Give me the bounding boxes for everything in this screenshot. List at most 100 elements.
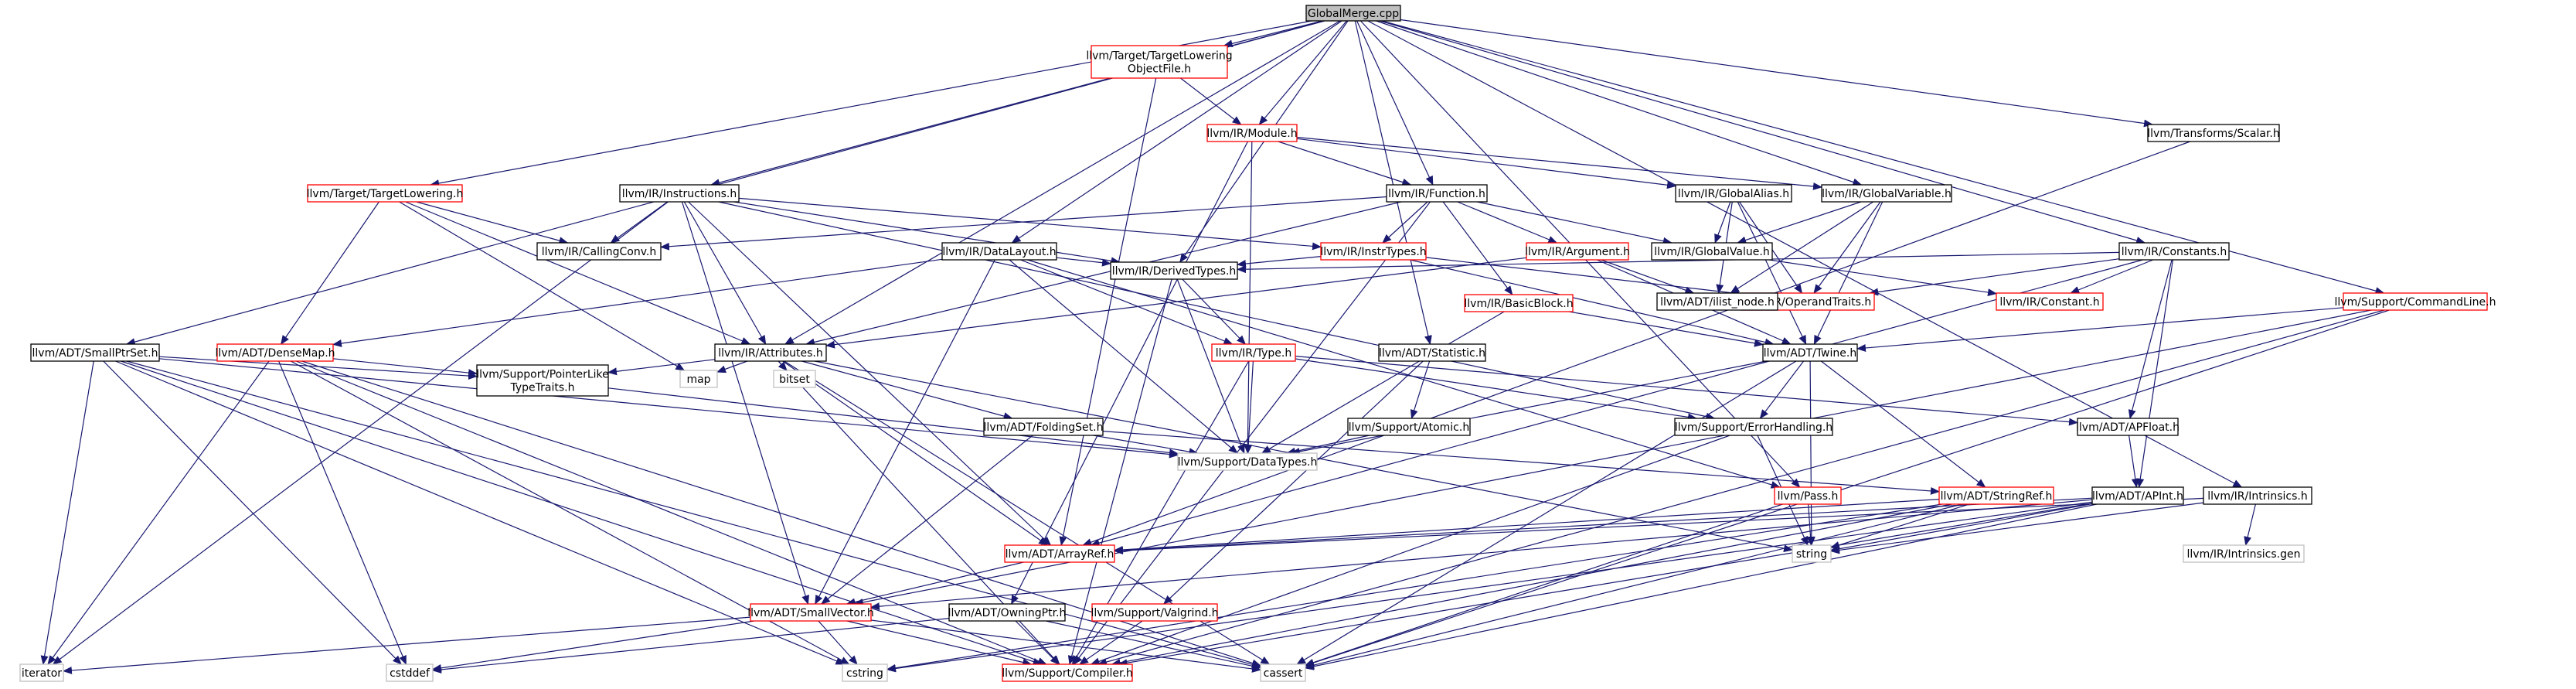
node-string[interactable]: string — [1792, 544, 1832, 563]
node-statistic[interactable]: llvm/ADT/Statistic.h — [1378, 343, 1486, 362]
node-gvalue[interactable]: llvm/IR/GlobalValue.h — [1651, 242, 1773, 261]
node-dertypes[interactable]: llvm/IR/DerivedTypes.h — [1110, 261, 1238, 280]
node-pass[interactable]: llvm/Pass.h — [1774, 486, 1842, 505]
node-box — [948, 603, 1066, 622]
edge-atomic-to-datatypes — [1286, 435, 1370, 455]
edge-gvar-to-optraits — [1813, 201, 1881, 294]
node-datatypes[interactable]: llvm/Support/DataTypes.h — [1177, 452, 1318, 471]
node-module[interactable]: llvm/IR/Module.h — [1206, 124, 1298, 142]
edge-module-to-owningptr — [1011, 141, 1248, 605]
node-gm[interactable]: GlobalMerge.cpp — [1305, 5, 1401, 22]
node-box — [1091, 45, 1228, 79]
edge-constants-to-apint — [2136, 259, 2173, 488]
edge-owningptr-to-cstddef — [432, 618, 950, 674]
node-cstring[interactable]: cstring — [842, 663, 888, 682]
node-label: llvm/IR/GlobalValue.h — [1654, 246, 1769, 258]
node-errhandling[interactable]: llvm/Support/ErrorHandling.h — [1674, 418, 1833, 436]
edge-datalayout-to-dertypes — [1056, 257, 1111, 267]
node-box — [2203, 486, 2312, 505]
edge-tl-to-attrs — [405, 201, 751, 345]
node-label: llvm/Support/Atomic.h — [1349, 421, 1469, 434]
node-instrs[interactable]: llvm/IR/Instructions.h — [619, 184, 740, 203]
node-apint[interactable]: llvm/ADT/APInt.h — [2091, 486, 2184, 505]
node-box — [2343, 292, 2488, 311]
node-attrs[interactable]: llvm/IR/Attributes.h — [714, 343, 827, 362]
node-map[interactable]: map — [679, 370, 718, 388]
node-iterator[interactable]: iterator — [19, 663, 64, 682]
edge-smallptrset-to-compiler — [121, 360, 1043, 666]
node-function[interactable]: llvm/IR/Function.h — [1386, 184, 1488, 203]
node-box — [1674, 418, 1833, 436]
node-label: llvm/IR/Function.h — [1388, 188, 1485, 200]
edge-function-to-instrtypes — [1382, 201, 1428, 244]
node-callconv[interactable]: llvm/IR/CallingConv.h — [536, 242, 662, 261]
node-label: map — [686, 373, 710, 386]
node-foldingset[interactable]: llvm/ADT/FoldingSet.h — [983, 418, 1104, 436]
node-cmdline[interactable]: llvm/Support/CommandLine.h — [2335, 292, 2496, 311]
node-constant[interactable]: llvm/IR/Constant.h — [1996, 292, 2104, 311]
edge-twine-to-string — [1807, 360, 1815, 546]
edge-apint-to-cstring — [886, 501, 2093, 673]
node-box — [1206, 124, 1298, 142]
node-box — [941, 242, 1057, 261]
node-stringref[interactable]: llvm/ADT/StringRef.h — [1938, 486, 2054, 505]
edge-tl-to-callconv — [416, 201, 569, 244]
node-instrtypes[interactable]: llvm/IR/InstrTypes.h — [1320, 242, 1427, 261]
edge-gm-to-gvar — [1376, 20, 1863, 186]
node-atomic[interactable]: llvm/Support/Atomic.h — [1347, 418, 1471, 436]
node-cstddef[interactable]: cstddef — [386, 663, 434, 682]
edge-gm-to-module — [1258, 20, 1347, 125]
edge-function-to-bb — [1442, 201, 1513, 295]
node-arrayref[interactable]: llvm/ADT/ArrayRef.h — [1004, 544, 1115, 563]
node-box — [679, 370, 718, 388]
edge-densemap-to-iterator — [47, 360, 270, 665]
node-gvar[interactable]: llvm/IR/GlobalVariable.h — [1821, 184, 1952, 203]
node-apfloat[interactable]: llvm/ADT/APFloat.h — [2076, 418, 2180, 436]
node-argument[interactable]: llvm/IR/Argument.h — [1525, 242, 1630, 261]
node-label: llvm/ADT/ilist_node.h — [1660, 296, 1775, 309]
node-valgrind[interactable]: llvm/Support/Valgrind.h — [1091, 603, 1219, 622]
node-ilistnode[interactable]: llvm/ADT/ilist_node.h — [1656, 292, 1778, 311]
edge-attrs-to-arrayref — [782, 360, 1049, 546]
edge-stringref-to-cassert — [1305, 503, 1962, 670]
node-constants[interactable]: llvm/IR/Constants.h — [2118, 242, 2230, 261]
edge-apint-to-arrayref — [1114, 497, 2093, 554]
edge-apint-to-string — [1830, 503, 2093, 553]
node-smallptrset[interactable]: llvm/ADT/SmallPtrSet.h — [30, 343, 160, 362]
edge-dertypes-to-type — [1182, 278, 1246, 345]
edge-cmdline-to-twine — [1856, 307, 2344, 352]
node-twine[interactable]: llvm/ADT/Twine.h — [1762, 343, 1858, 362]
node-galias[interactable]: llvm/IR/GlobalAlias.h — [1675, 184, 1792, 203]
node-label: bitset — [779, 373, 810, 386]
edge-function-to-argument — [1457, 201, 1558, 244]
node-label: llvm/IR/Type.h — [1216, 347, 1291, 360]
edge-constants-to-arrayref — [1090, 259, 2143, 547]
node-label: llvm/IR/Attributes.h — [718, 347, 822, 360]
node-intrgen[interactable]: llvm/IR/Intrinsics.gen — [2183, 544, 2305, 563]
node-box — [307, 184, 463, 203]
edge-apint-to-compiler — [1118, 503, 2093, 667]
node-type[interactable]: llvm/IR/Type.h — [1211, 343, 1296, 362]
node-tl[interactable]: llvm/Target/TargetLowering.h — [307, 184, 464, 203]
node-bb[interactable]: llvm/IR/BasicBlock.h — [1464, 294, 1574, 312]
node-smallvec[interactable]: llvm/ADT/SmallVector.h — [747, 603, 874, 622]
edge-instrs-to-errhandling — [718, 201, 1716, 421]
node-densemap[interactable]: llvm/ADT/DenseMap.h — [215, 343, 335, 362]
node-compiler[interactable]: llvm/Support/Compiler.h — [1002, 663, 1133, 682]
node-label: llvm/IR/Module.h — [1206, 128, 1297, 140]
edge-gvar-to-gvalue — [1737, 201, 1862, 244]
edge-twine-to-cassert — [1296, 360, 1797, 665]
node-intrinsics[interactable]: llvm/IR/Intrinsics.h — [2203, 486, 2312, 505]
edge-gm-to-intrinsics — [1367, 20, 2243, 488]
node-datalayout[interactable]: llvm/IR/DataLayout.h — [941, 242, 1057, 261]
node-label: llvm/IR/CallingConv.h — [542, 246, 657, 258]
node-scalar[interactable]: llvm/Transforms/Scalar.h — [2147, 124, 2280, 142]
node-owningptr[interactable]: llvm/ADT/OwningPtr.h — [948, 603, 1067, 622]
node-bitset[interactable]: bitset — [773, 370, 816, 388]
edge-instrs-to-instrtypes — [738, 197, 1322, 251]
edge-densemap-to-cstddef — [278, 360, 407, 665]
node-cassert[interactable]: cassert — [1260, 663, 1306, 682]
edge-stringref-to-string — [1830, 503, 1970, 549]
